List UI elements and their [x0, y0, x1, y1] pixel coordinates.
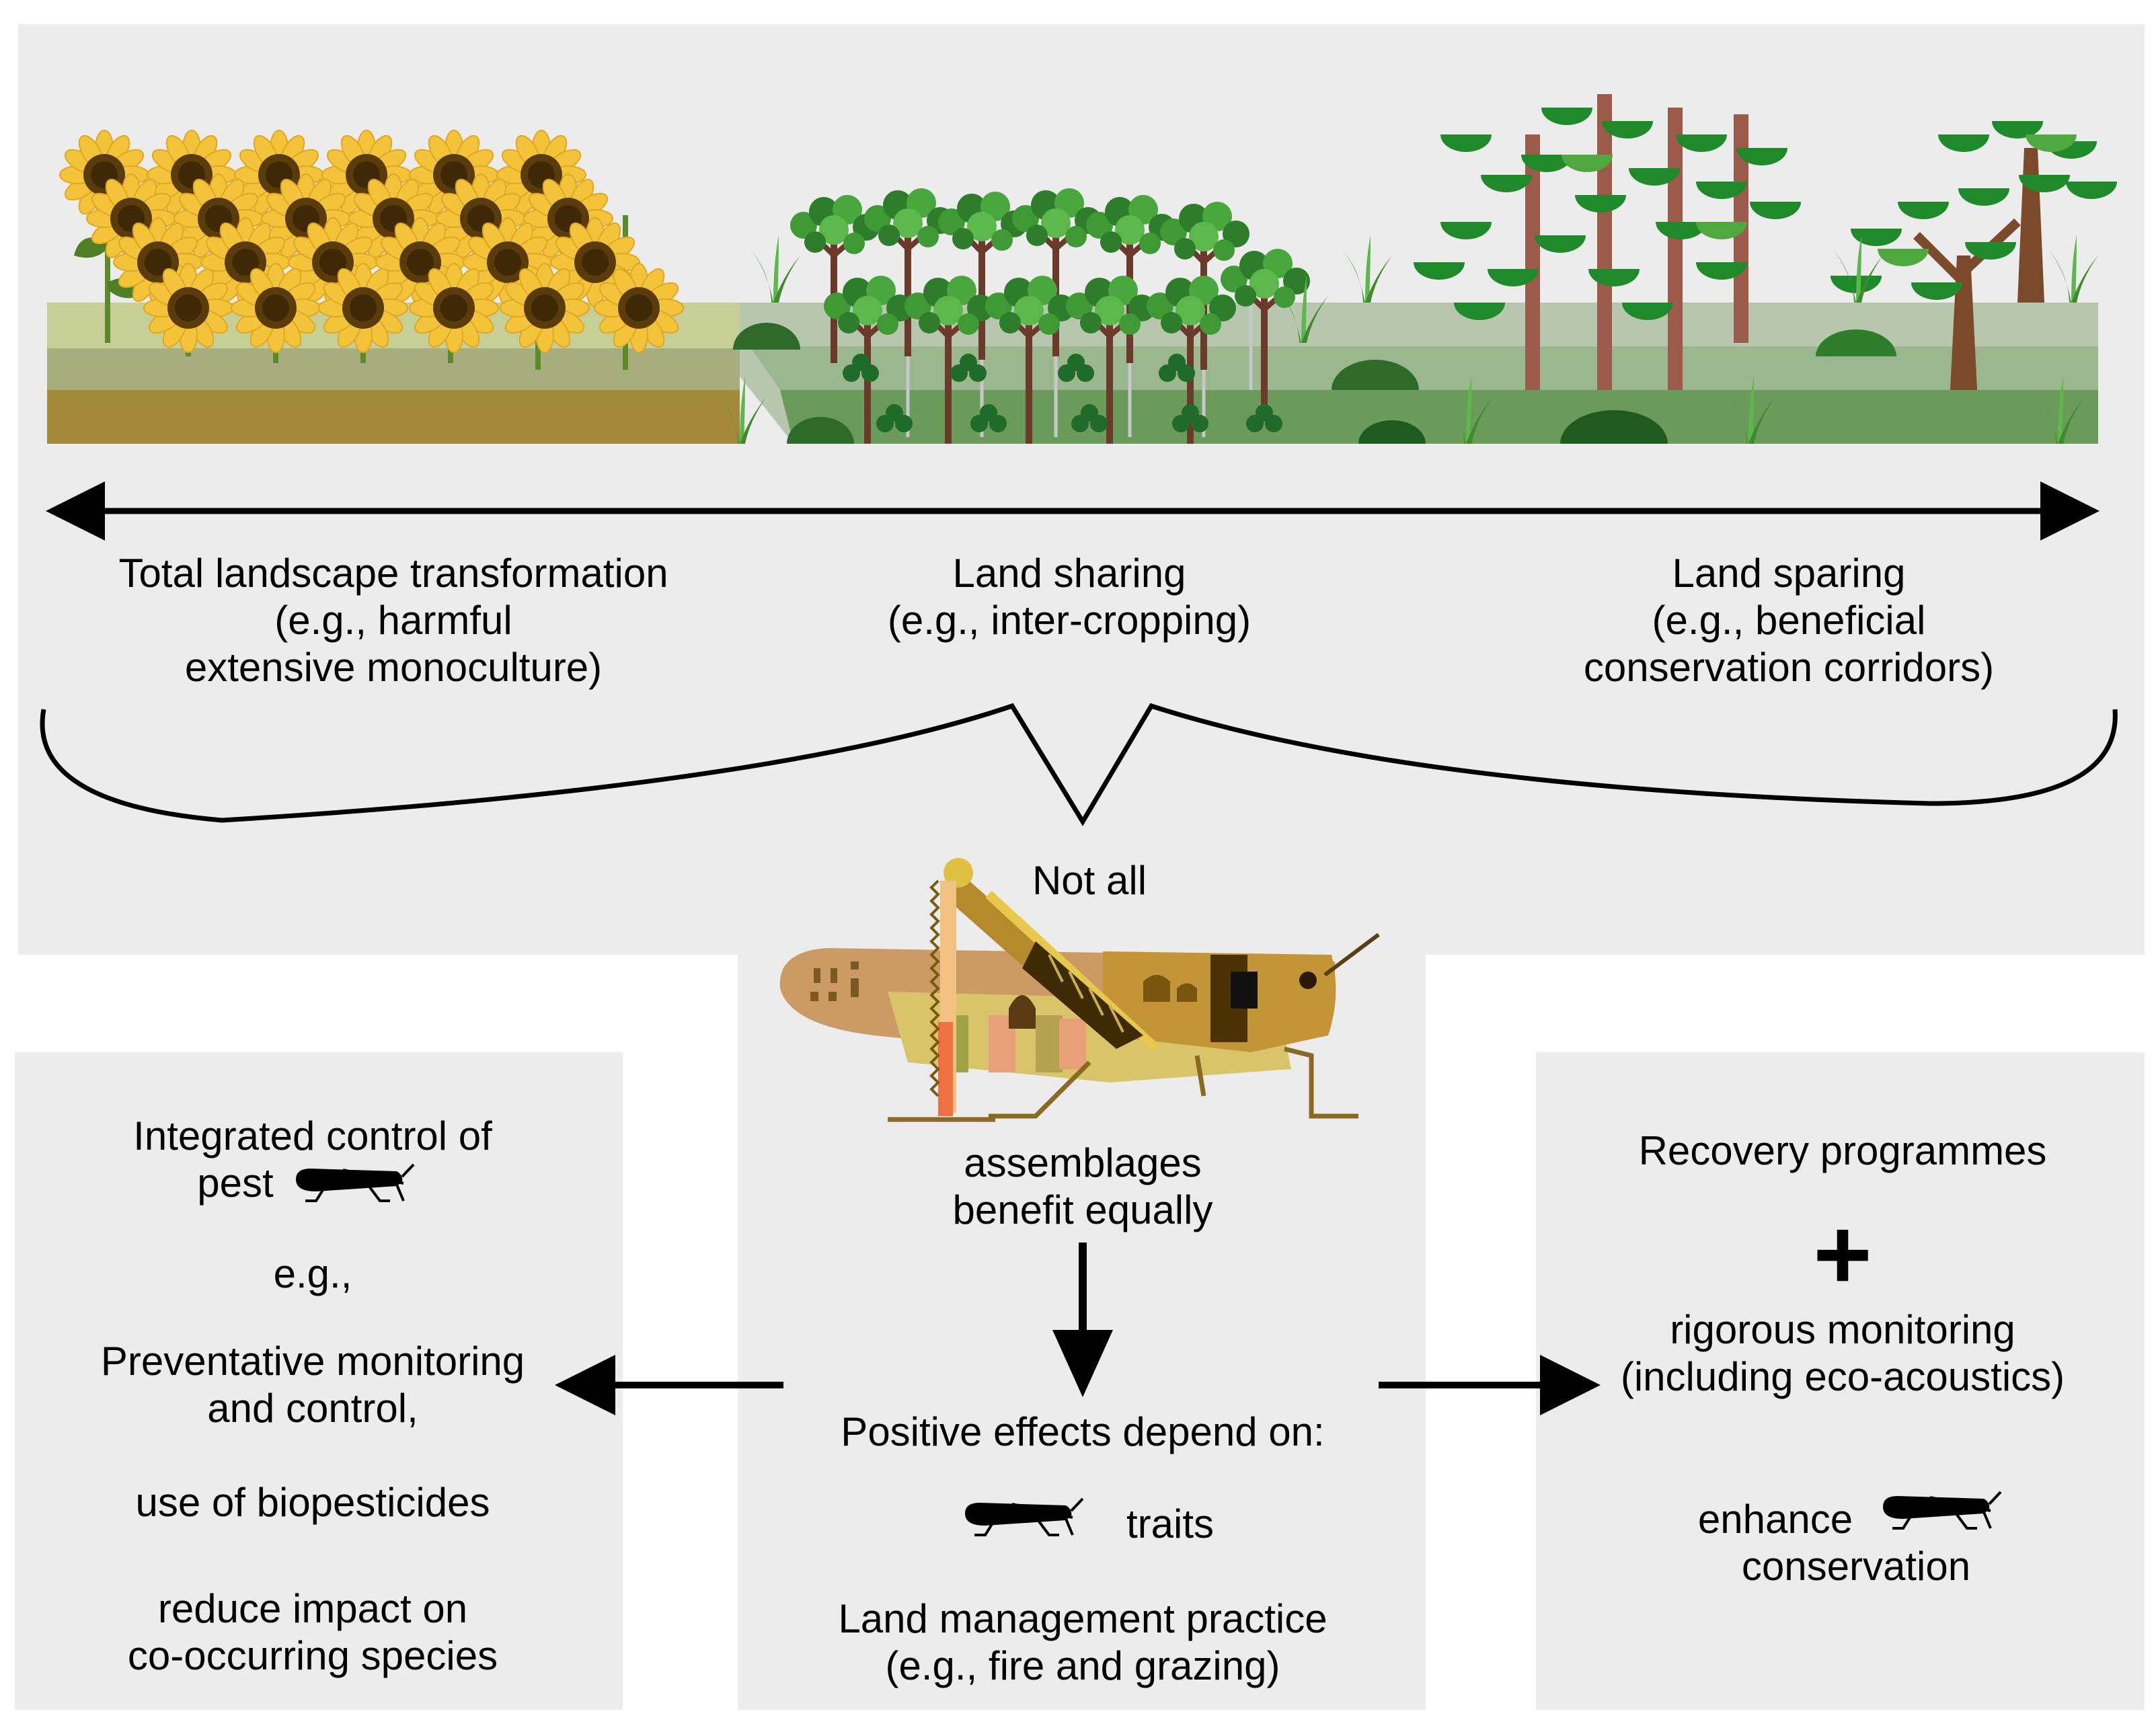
spectrum-arrow	[46, 481, 2100, 541]
grasshopper-icon	[779, 858, 1380, 1122]
right-label-line3: conservation corridors)	[1583, 645, 1995, 690]
reduce-impact-text: reduce impact on co-occurring species	[40, 1585, 585, 1680]
eg-text: e.g.,	[273, 1251, 352, 1296]
preventative-line1: Preventative monitoring	[100, 1339, 525, 1384]
intercrop-area	[716, 188, 1310, 444]
reduce-line2: co-occurring species	[127, 1633, 498, 1678]
monitoring-text: rigorous monitoring (including eco-acous…	[1540, 1306, 2145, 1401]
left-box	[15, 1052, 623, 1710]
forest-area	[1278, 94, 2117, 444]
monitoring-line1: rigorous monitoring	[1670, 1307, 2015, 1352]
left-label-line3: extensive monoculture)	[184, 645, 603, 690]
assemblages-line1: assemblages	[964, 1140, 1202, 1185]
pest-control-line2: pest	[197, 1160, 274, 1206]
conservation-grasshopper-icon	[1882, 1491, 2002, 1530]
practice-line2: (e.g., fire and grazing)	[885, 1643, 1280, 1688]
brace	[40, 703, 2118, 826]
traits-grasshopper-icon	[964, 1497, 1084, 1536]
preventative-line2: and control,	[207, 1386, 418, 1431]
preventative-text: Preventative monitoring and control,	[27, 1338, 599, 1432]
middle-label-line1: Land sharing	[952, 551, 1186, 596]
forest-tree-icon	[1414, 108, 2117, 320]
left-label-line1: Total landscape transformation	[118, 551, 668, 596]
practice-line1: Land management practice	[838, 1596, 1327, 1641]
depend-title: Positive effects depend on:	[841, 1409, 1325, 1454]
recovery-text: Recovery programmes	[1638, 1128, 2047, 1173]
plus-sign: +	[1813, 1197, 1872, 1310]
practice-text: Land management practice (e.g., fire and…	[760, 1596, 1406, 1690]
middle-label-line2: (e.g., inter-cropping)	[887, 598, 1252, 643]
left-label-line2: (e.g., harmful	[274, 598, 512, 643]
monitoring-line2: (including eco-acoustics)	[1620, 1354, 2065, 1399]
spectrum-middle-label: Land sharing (e.g., inter-cropping)	[800, 550, 1338, 644]
assemblages-text: assemblages benefit equally	[847, 1140, 1318, 1234]
reduce-line1: reduce impact on	[157, 1586, 468, 1631]
right-label-line2: (e.g., beneficial	[1652, 598, 1926, 643]
enhance-text: enhance	[1697, 1497, 1853, 1542]
assemblages-line2: benefit equally	[952, 1187, 1213, 1232]
pest-control-line1: Integrated control of	[133, 1113, 492, 1158]
conservation-text: conservation	[1741, 1544, 1971, 1589]
flow-arrows	[555, 1243, 1601, 1415]
spectrum-left-label: Total landscape transformation (e.g., ha…	[47, 550, 740, 691]
spectrum-right-label: Land sparing (e.g., beneficial conservat…	[1520, 550, 2058, 691]
right-box	[1536, 1052, 2145, 1710]
right-label-line1: Land sparing	[1672, 551, 1906, 596]
not-all-text: Not all	[1032, 858, 1147, 903]
traits-label: traits	[1126, 1501, 1215, 1546]
biopesticides-text: use of biopesticides	[135, 1480, 490, 1525]
